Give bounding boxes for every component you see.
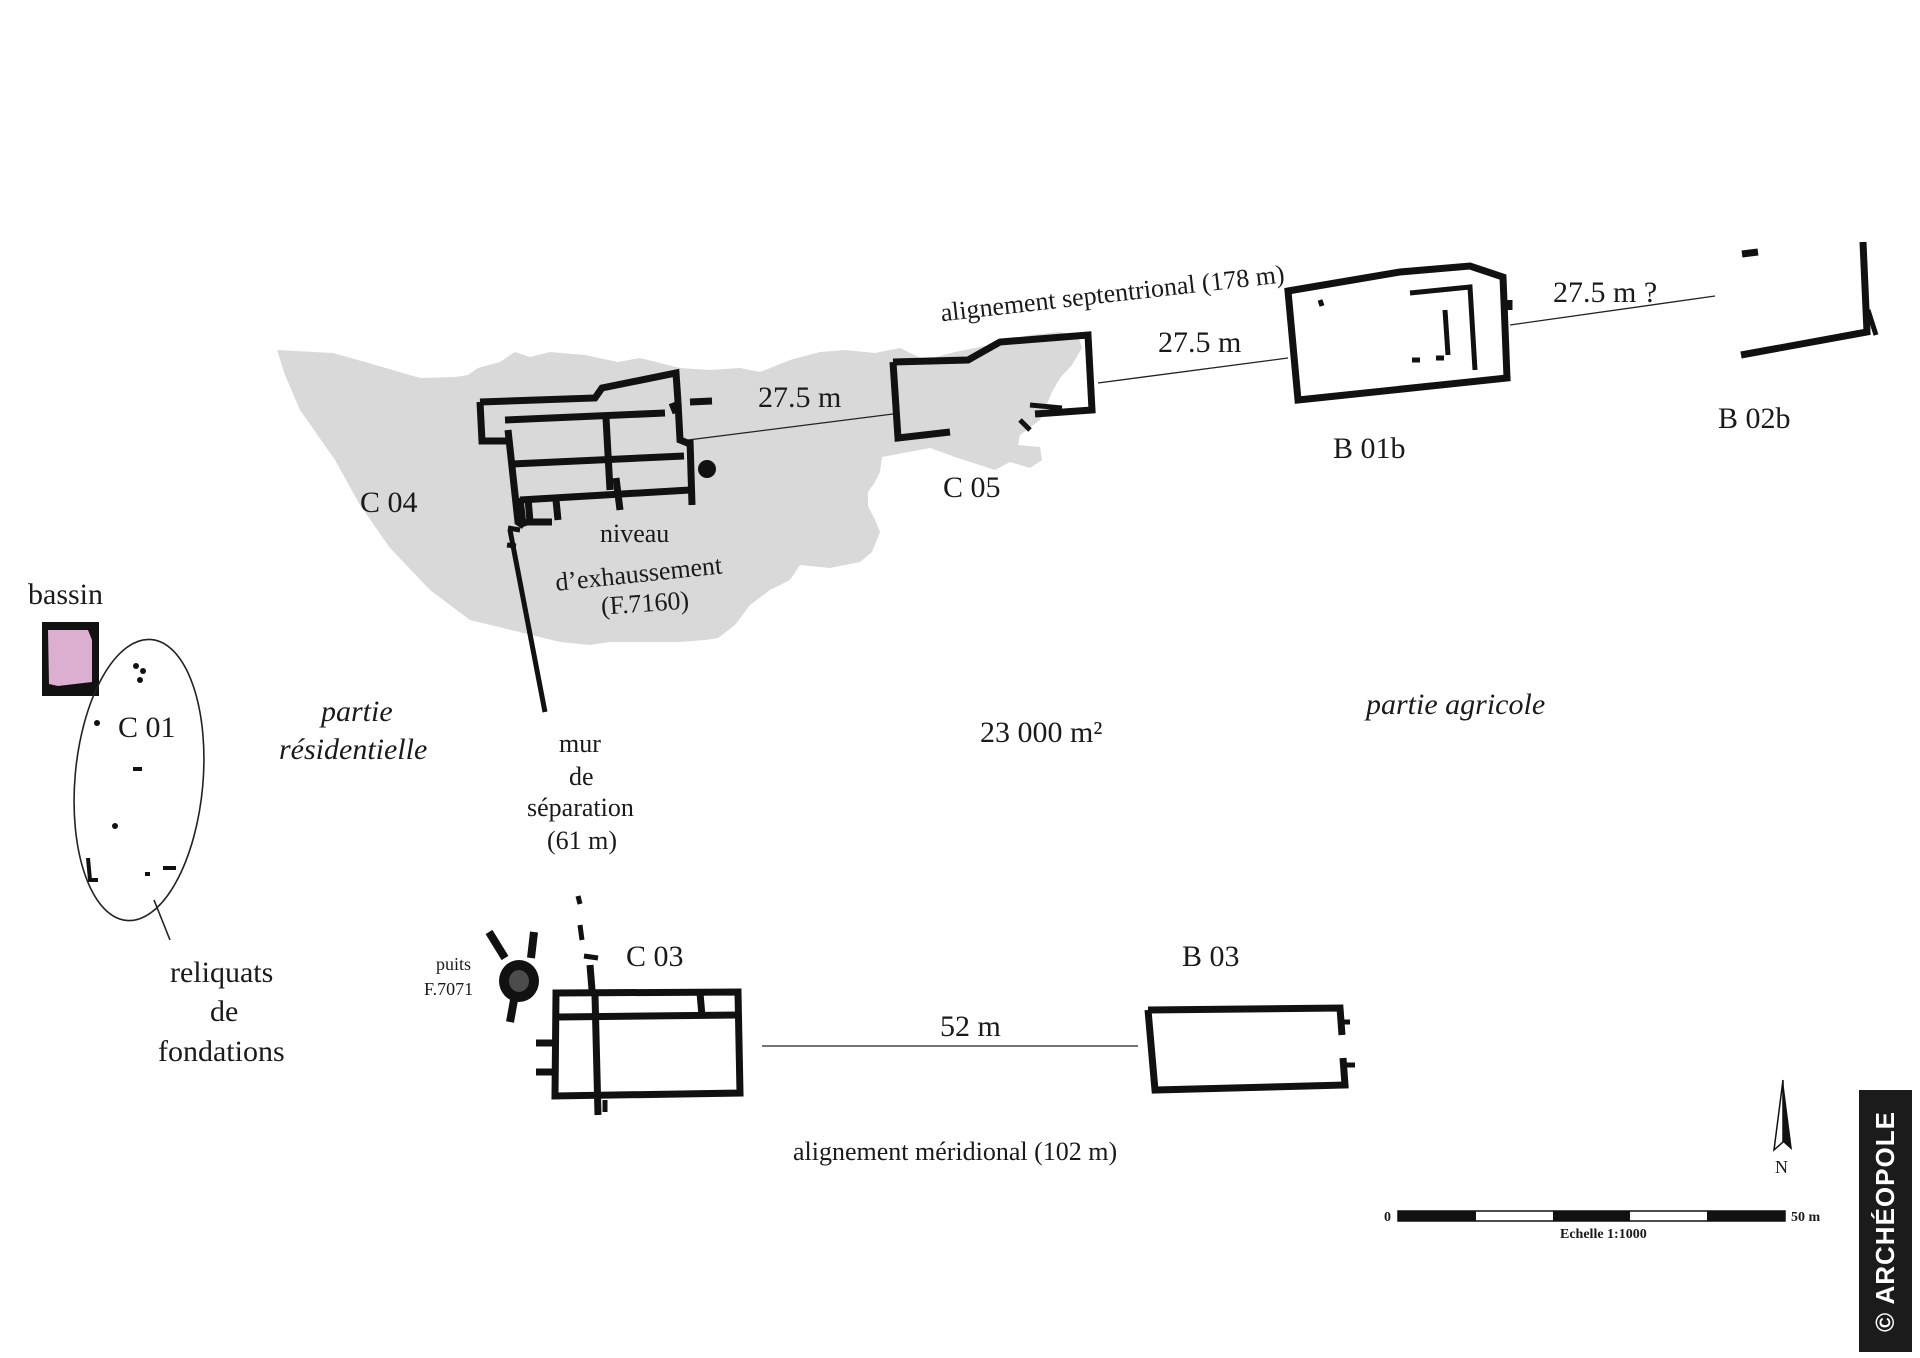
label-area: 23 000 m² [980,716,1102,749]
label-c01: C 01 [118,711,176,744]
label-bassin: bassin [28,578,103,611]
plan-labels: bassin C 01 C 04 C 05 B 01b B 02b C 03 B… [28,259,1791,1166]
label-partie-res-1: partie [319,695,393,728]
scale-caption: Echelle 1:1000 [1560,1227,1647,1242]
label-b03: B 03 [1182,940,1240,973]
dim-line-c04-c05 [687,413,894,441]
copyright-text: © ARCHÉOPOLE [1859,1090,1912,1352]
label-dist-b01b-b02b: 27.5 m ? [1553,276,1657,309]
dim-line-c05-b01b [1097,357,1289,384]
building-c05 [889,331,1096,442]
building-c03 [536,895,744,1116]
label-dist-c03-b03: 52 m [940,1010,1001,1043]
building-c04 [476,368,716,713]
label-mur-2: de [569,762,594,791]
scale-start: 0 [1384,1210,1391,1225]
label-partie-res-2: résidentielle [279,733,427,766]
label-mur-4: (61 m) [547,826,617,855]
label-c03: C 03 [626,940,684,973]
scale-bar: 0 50 m Echelle 1:1000 [1384,1210,1821,1242]
label-puits-2: F.7071 [424,979,473,999]
building-b02b [1740,241,1879,359]
dim-line-b01b-b02b [1509,295,1716,326]
building-b01b [1284,262,1513,404]
label-niveau-3: (F.7160) [600,586,690,621]
label-align-sept: alignement septentrional (178 m) [939,259,1286,327]
label-niveau-1: niveau [600,519,669,548]
north-label: N [1775,1157,1788,1177]
label-align-merid: alignement méridional (102 m) [793,1137,1117,1166]
bassin-basin [42,622,99,696]
label-dist-c04-c05: 27.5 m [758,381,841,414]
copyright-banner [1859,1090,1912,1352]
label-c04: C 04 [360,486,418,519]
north-arrow-icon: N [1773,1079,1792,1177]
label-partie-agricole: partie agricole [1364,688,1545,721]
label-reliquats-3: fondations [158,1035,285,1068]
label-reliquats-2: de [210,995,238,1028]
label-b01b: B 01b [1333,432,1406,465]
c01-foundations [73,638,205,941]
building-b03 [1144,1004,1355,1094]
label-dist-c05-b01b: 27.5 m [1158,326,1241,359]
label-b02b: B 02b [1718,402,1791,435]
puits-well [485,929,539,1023]
label-mur-1: mur [559,729,601,758]
label-mur-3: séparation [527,793,634,822]
label-reliquats-1: reliquats [170,956,273,989]
label-c05: C 05 [943,471,1001,504]
copyright-label: © ARCHÉOPOLE [1870,1110,1901,1332]
label-puits-1: puits [436,954,471,974]
scale-end: 50 m [1791,1210,1821,1225]
